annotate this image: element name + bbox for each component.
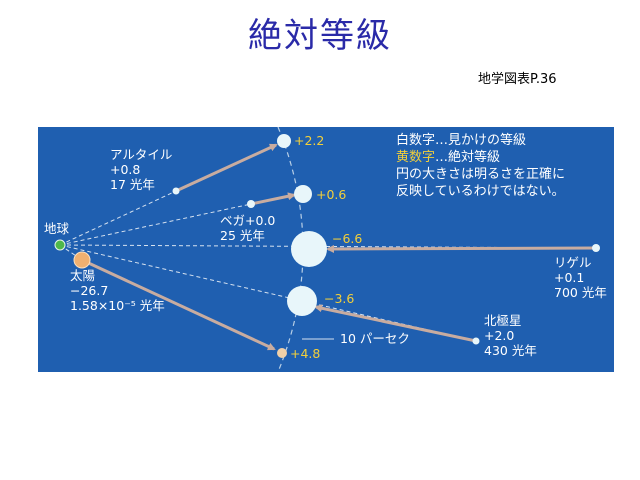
diagram-panel: 白数字…見かけの等級 黄数字…絶対等級 円の大きさは明るさを正確に 反映している… [38,127,614,372]
earth-dot [54,239,66,251]
rigel-apparent-dot [592,244,600,252]
sun-label: 太陽 −26.7 1.58×10⁻⁵ 光年 [70,268,165,313]
altair-absolute-circle [277,134,291,148]
page-title: 絶対等級 [248,16,392,56]
arrow-polaris [314,304,477,343]
legend: 白数字…見かけの等級 黄数字…絶対等級 円の大きさは明るさを正確に 反映している… [396,132,565,200]
rigel-absolute-magnitude: −6.6 [332,231,363,246]
arrow-rigel [326,244,597,253]
diagram-graphics [54,127,600,372]
arrow-sun [81,258,276,351]
sightline-polaris [59,244,477,342]
sightline-altair [59,190,177,246]
altair-label: アルタイル +0.8 17 光年 [110,147,173,192]
sun-absolute-magnitude: +4.8 [290,346,321,361]
altair-apparent-dot [172,187,180,195]
polaris-label: 北極星 +2.0 430 光年 [484,313,537,358]
altair-absolute-magnitude: +2.2 [294,133,325,148]
sun-absolute-circle [277,348,287,358]
arrow-altair [175,143,278,193]
sun-dot [73,251,91,269]
polaris-apparent-dot [472,337,480,345]
polaris-absolute-magnitude: −3.6 [324,291,355,306]
legend-white-row: 白数字…見かけの等級 [396,133,527,148]
sightline-vega [59,203,252,246]
reference-label: 地学図表P.36 [478,72,557,87]
legend-note-2: 反映しているわけではない。 [396,184,565,199]
rigel-absolute-circle [291,231,327,267]
rigel-label: リゲル +0.1 700 光年 [554,255,607,300]
vega-apparent-dot [247,200,255,208]
ten-parsec-label: 10 パーセク [340,331,410,346]
vega-absolute-magnitude: +0.6 [316,187,347,202]
earth-label: 地球 [44,221,70,236]
vega-absolute-circle [294,185,312,203]
legend-note: 円の大きさは明るさを正確に [396,167,566,182]
legend-yellow-row: 黄数字…絶対等級 [396,150,501,165]
polaris-absolute-circle [287,286,317,316]
ten-parsec-arc [277,127,304,372]
arrow-vega [250,192,296,206]
vega-label: ベガ+0.0 25 光年 [220,213,276,243]
